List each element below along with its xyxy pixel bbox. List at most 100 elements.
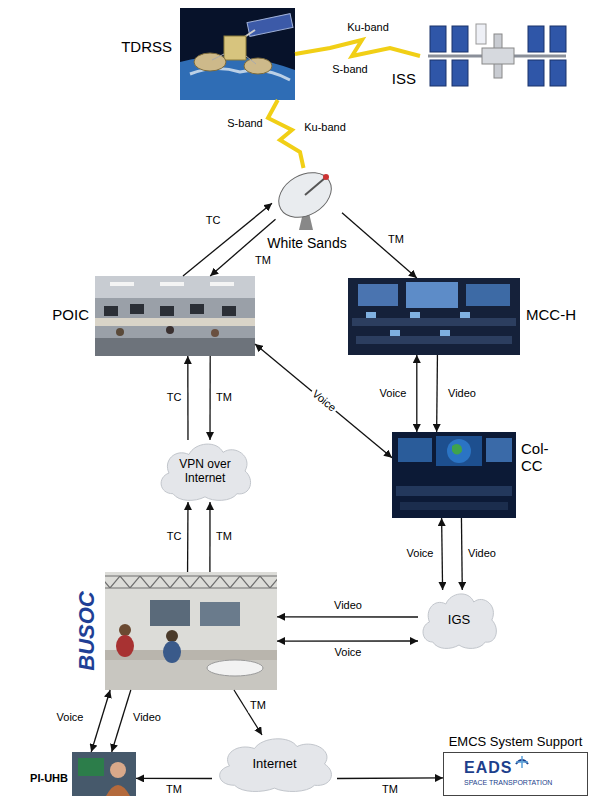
busoc-photo: [105, 660, 277, 690]
network-cloud: VPN over Internet: [155, 440, 255, 502]
cloud-shape: [423, 594, 496, 649]
poic-photo: [130, 304, 144, 314]
node-label: BUSOC: [74, 591, 100, 670]
connector-arrow: [342, 213, 417, 278]
connector-arrow: [209, 356, 210, 440]
poic-photo: [95, 276, 255, 298]
col-cc-photo: [452, 444, 462, 455]
col-cc-photo: [392, 432, 516, 518]
busoc-photo: [105, 576, 277, 588]
poic-photo: [95, 276, 255, 356]
poic-photo: [222, 306, 236, 316]
tdrss-picture: [224, 36, 246, 60]
dish-antenna: [323, 174, 329, 180]
iss-picture: [452, 26, 468, 52]
station-node: ISS: [420, 20, 572, 92]
signal-label: Video: [446, 387, 478, 400]
iss-picture: [452, 60, 468, 86]
support-box: EMCS System SupportEADSSPACE TRANSPORTAT…: [443, 752, 588, 796]
signal-label: Voice: [307, 386, 339, 416]
tdrss-picture: [194, 53, 226, 71]
poic-photo: [160, 306, 174, 316]
node-label: PI-UHB: [30, 772, 68, 785]
poic-photo: [160, 282, 184, 286]
busoc-photo: [163, 641, 181, 663]
poic-photo: [104, 306, 118, 316]
node-label: ISS: [392, 70, 416, 88]
radio-link: [268, 100, 304, 168]
connector-arrow: [461, 518, 463, 590]
poic-photo: [116, 328, 124, 336]
mcc-h-photo: [348, 278, 520, 355]
connector-arrow: [436, 355, 438, 432]
poic-photo: [210, 282, 234, 286]
tdrss-picture: [212, 54, 224, 60]
col-cc-photo: [398, 438, 432, 462]
network-cloud: IGS: [418, 590, 500, 650]
pi-uhb-photo: [72, 752, 136, 796]
tdrss-picture: [180, 8, 295, 100]
control-center-node: Col- CC: [392, 432, 516, 518]
control-center-node: POIC: [95, 276, 255, 356]
node-label: SPACE TRANSPORTATION: [464, 779, 552, 787]
poic-photo: [110, 282, 134, 286]
busoc-photo: [150, 600, 190, 626]
mcc-h-photo: [356, 336, 512, 344]
connector-arrow: [277, 616, 418, 617]
connector-arrow: [91, 690, 110, 752]
col-cc-photo: [486, 438, 512, 462]
connector-arrow: [255, 344, 392, 458]
col-cc-photo: [447, 439, 471, 463]
node-label: POIC: [52, 306, 89, 324]
operations-center-node: BUSOC: [105, 572, 277, 690]
network-cloud: Internet: [212, 735, 337, 793]
band-label: Ku-band: [302, 121, 348, 134]
poic-photo: [95, 276, 255, 356]
mcc-h-photo: [460, 312, 470, 318]
signal-label: TC: [165, 391, 184, 404]
iss-picture: [528, 60, 544, 86]
mcc-h-photo: [390, 330, 400, 336]
iss-picture: [528, 26, 544, 52]
band-label: Ku-band: [345, 21, 391, 34]
signal-label: TC: [204, 214, 223, 227]
iss-picture: [420, 20, 572, 92]
node-label: Internet: [252, 756, 296, 772]
signal-label: TM: [248, 699, 268, 712]
band-label: S-band: [330, 63, 369, 76]
mcc-h-photo: [348, 278, 520, 355]
connector-arrow: [277, 640, 418, 641]
busoc-photo: [105, 588, 277, 589]
node-label: Col- CC: [521, 440, 559, 475]
busoc-photo: [200, 602, 240, 626]
signal-label: TM: [214, 530, 234, 543]
mcc-h-photo: [410, 312, 420, 318]
cloud-shape: [161, 444, 250, 500]
iss-picture: [550, 26, 566, 52]
pi-uhb-photo: [78, 758, 104, 776]
node-label: White Sands: [267, 235, 346, 252]
eads-logo: [443, 752, 588, 796]
tdrss-picture: [246, 56, 256, 64]
signal-label: TM: [253, 254, 273, 267]
node-label: IGS: [448, 612, 470, 628]
eads-logo: [516, 756, 528, 768]
busoc-photo: [105, 572, 277, 690]
connector-arrow: [187, 502, 189, 572]
tdrss-picture: [180, 8, 295, 100]
iss-picture: [482, 48, 514, 64]
connector-arrow: [112, 690, 131, 752]
mcc-h-photo: [366, 312, 376, 318]
connector-arrow: [442, 518, 443, 590]
busoc-photo: [105, 576, 277, 577]
busoc-photo: [116, 635, 134, 657]
poic-photo: [95, 318, 255, 326]
iss-picture: [550, 60, 566, 86]
signal-label: Video: [466, 547, 498, 560]
tdrss-picture: [244, 58, 272, 74]
